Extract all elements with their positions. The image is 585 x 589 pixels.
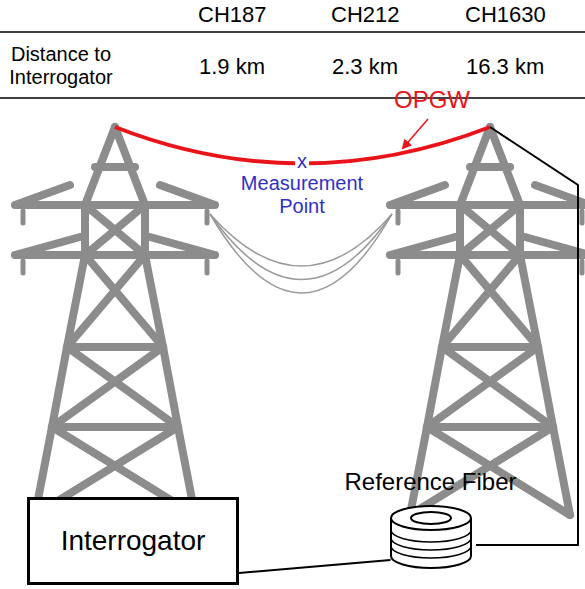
conductor <box>210 214 392 280</box>
transmission-tower <box>390 127 585 515</box>
measurement-mark: x <box>295 150 309 173</box>
distance-value: 1.9 km <box>199 54 265 79</box>
leader-arrow <box>403 119 428 148</box>
row-header: Distance to Interrogator <box>0 43 122 89</box>
fiber-spool: Reference Fiber <box>340 468 521 576</box>
conductor <box>210 214 392 293</box>
channel-header: CH1630 <box>465 2 546 27</box>
box-title: Interrogator <box>61 525 206 557</box>
interrogator-box: Interrogator <box>27 497 239 585</box>
channel-header: CH187 <box>198 2 266 27</box>
spool-title: Reference Fiber <box>340 468 521 496</box>
spool-outline <box>391 530 471 558</box>
conductor <box>210 214 392 266</box>
distance-value: 16.3 km <box>466 54 544 79</box>
channel-header: CH212 <box>331 2 399 27</box>
point-label: Measurement Point <box>230 172 374 218</box>
table-rule <box>0 97 585 99</box>
spool-outline <box>391 506 471 530</box>
transmission-tower <box>15 127 215 515</box>
spool-outline <box>411 512 451 524</box>
table-rule <box>0 31 585 33</box>
distance-value: 2.3 km <box>332 54 398 79</box>
cable-label: OPGW <box>394 86 470 114</box>
fiber-connector <box>239 560 391 573</box>
spool-symbol <box>386 500 476 576</box>
